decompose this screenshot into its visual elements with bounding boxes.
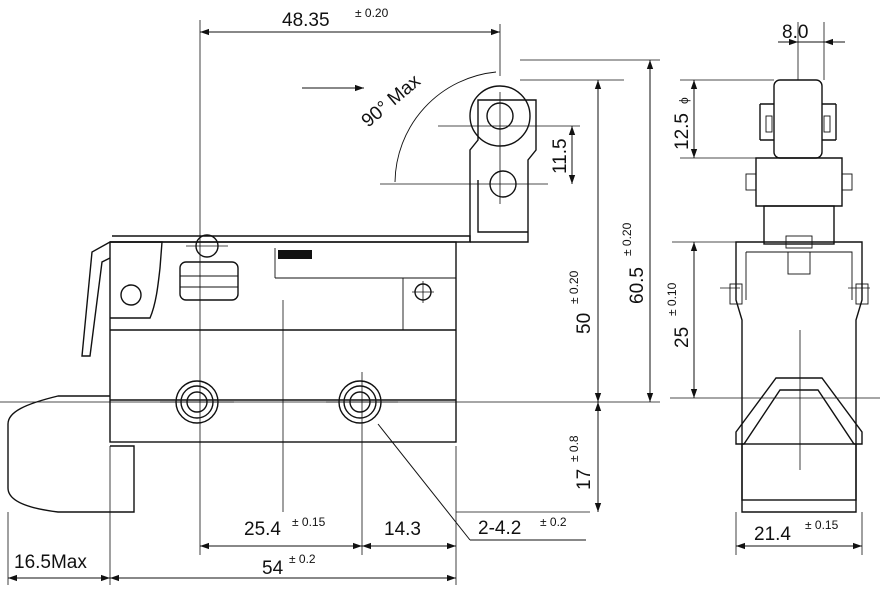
dim-roller-width: 8.0 [778,22,845,46]
dim-top-width-tol: ± 0.20 [355,6,389,20]
dim-hole-pitch-value: 25.4 [244,519,281,540]
lever-clip [81,241,163,357]
actuator-lever [110,99,537,301]
dim-top-width: 48.35 ± 0.20 [200,6,500,36]
front-view: 90° Max 48.35 ± 0.20 11.5 50 ± 0.20 60.5… [0,6,660,585]
side-yoke [745,157,853,249]
dim-plunger-max-value: 16.5Max [14,552,87,573]
plunger-cap [7,395,135,513]
dim-height-60: 60.5 ± 0.20 [620,60,654,402]
angle-label: 90° Max [358,70,425,131]
dim-roller-width-value: 8.0 [782,22,808,43]
dim-body-length-tol: ± 0.2 [289,552,316,566]
dim-side-width-tol: ± 0.15 [805,518,839,532]
dim-roller-dia-value: 12.5 [672,113,693,150]
dim-pivot-gap: 11.5 [550,126,576,184]
dim-height-60-value: 60.5 [627,267,648,304]
dim-lower-17-tol: ± 0.8 [567,435,581,462]
dim-roller-dia-symbol: ϕ [677,97,691,104]
dim-height-50-tol: ± 0.20 [567,270,581,304]
dim-hole-edge-value: 14.3 [384,519,421,540]
dim-height-60-tol: ± 0.20 [620,222,634,256]
dim-height-50-value: 50 [574,313,595,334]
side-body [729,241,869,513]
dim-side-25: 25 ± 0.10 [665,242,698,398]
rivet-left [120,284,142,306]
side-view: 8.0 12.5 ϕ 25 ± 0.10 21.4 ± 0.15 [665,22,880,555]
dim-side-width: 21.4 ± 0.15 [736,518,862,550]
dim-top-width-value: 48.35 [282,10,330,31]
spring-bar [278,250,312,259]
dim-plunger-max: 16.5Max [8,552,110,582]
dim-hole-pitch: 25.4 ± 0.15 [200,515,362,550]
travel-arc [302,71,497,183]
side-center-lines [670,22,880,555]
dim-hole-spec: 2-4.2 ± 0.2 [377,423,586,541]
dim-roller-dia: 12.5 ϕ [672,80,698,158]
side-roller [759,79,837,159]
dim-hole-spec-value: 2-4.2 [478,518,521,539]
dim-side-width-value: 21.4 [754,524,791,545]
dim-pivot-gap-value: 11.5 [550,138,571,174]
dim-hole-spec-tol: ± 0.2 [540,515,567,529]
dim-side-25-value: 25 [672,327,693,348]
dim-side-25-tol: ± 0.10 [665,282,679,316]
dim-height-50: 50 ± 0.20 [567,80,602,402]
dim-hole-edge: 14.3 [362,519,456,550]
center-lines [0,20,660,585]
dim-body-length-value: 54 [262,558,284,579]
dim-hole-pitch-tol: ± 0.15 [292,515,326,529]
dim-body-length: 54 ± 0.2 [110,552,456,582]
dim-lower-17: 17 ± 0.8 [567,402,602,512]
dim-lower-17-value: 17 [574,469,595,490]
